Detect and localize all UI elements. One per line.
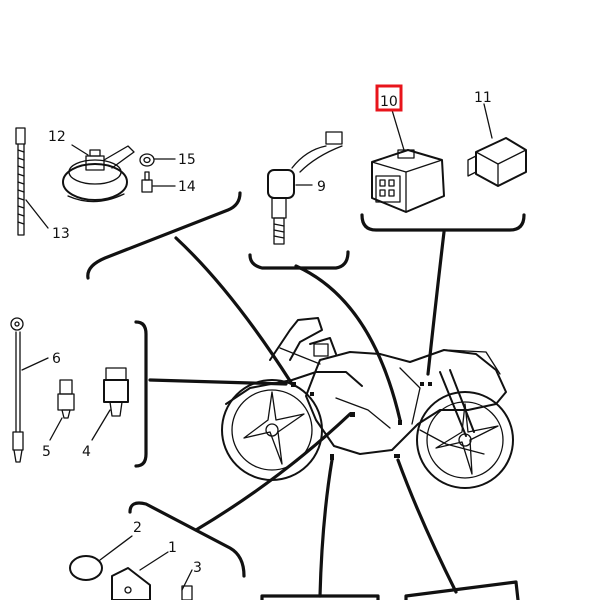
callout-13: 13 bbox=[52, 226, 70, 242]
callout-9: 9 bbox=[317, 179, 326, 195]
group-bracket-horn bbox=[86, 191, 242, 280]
callout-3: 3 bbox=[193, 560, 202, 576]
group-bracket-bottom-right bbox=[404, 580, 520, 600]
callout-11: 11 bbox=[474, 90, 492, 106]
callout-4: 4 bbox=[82, 444, 91, 460]
group-bracket-left bbox=[134, 320, 148, 468]
sensor-switch-part[interactable] bbox=[267, 131, 343, 245]
group-bracket-relays bbox=[360, 213, 526, 232]
sensor-rod-part[interactable] bbox=[10, 317, 49, 463]
callout-10: 10 bbox=[380, 94, 398, 110]
callout-14: 14 bbox=[178, 179, 196, 195]
motorcycle-outline bbox=[221, 317, 514, 489]
bolt-part[interactable] bbox=[141, 171, 176, 193]
bolt-part-3[interactable] bbox=[181, 569, 193, 600]
leader-lines bbox=[148, 230, 458, 598]
highlight-box bbox=[375, 84, 403, 112]
callout-6: 6 bbox=[52, 351, 61, 367]
sender-part[interactable] bbox=[111, 551, 169, 600]
oring-part[interactable] bbox=[69, 535, 133, 581]
group-bracket-bottom-left bbox=[128, 501, 246, 578]
callout-5: 5 bbox=[42, 444, 51, 460]
callout-2: 2 bbox=[133, 520, 142, 536]
group-bracket-sensor bbox=[248, 250, 350, 270]
cable-tie-part[interactable] bbox=[15, 127, 49, 236]
callout-15: 15 bbox=[178, 152, 196, 168]
nut-part[interactable] bbox=[139, 153, 176, 167]
relay-part-11[interactable] bbox=[467, 103, 527, 187]
plug-part[interactable] bbox=[49, 379, 75, 441]
callout-12: 12 bbox=[48, 129, 66, 145]
callout-1: 1 bbox=[168, 540, 177, 556]
switch-part[interactable] bbox=[91, 367, 129, 441]
horn-part[interactable] bbox=[62, 144, 135, 203]
relay-part-10[interactable] bbox=[371, 109, 445, 213]
